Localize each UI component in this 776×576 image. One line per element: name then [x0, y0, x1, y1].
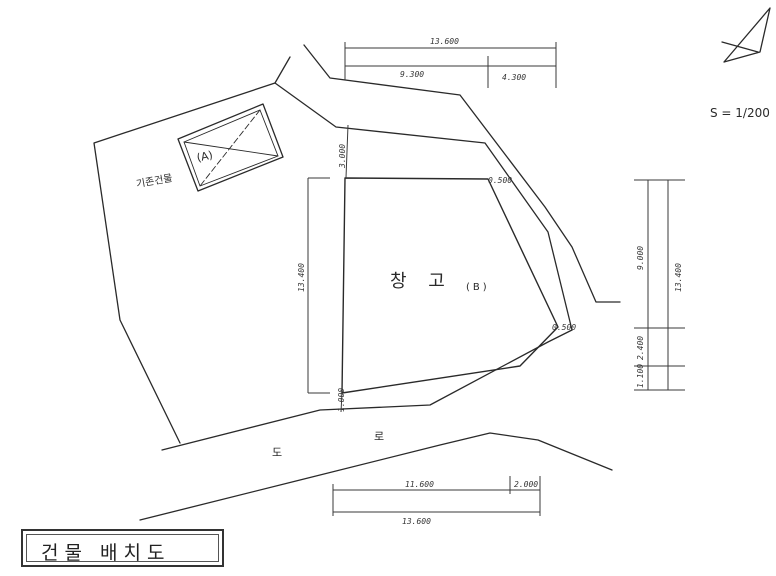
dimension-bottom: [332, 476, 541, 516]
title-block-inner-frame: [26, 534, 219, 562]
site-boundary: [93, 56, 291, 444]
warehouse-mark: (B): [466, 282, 490, 293]
road-edge-upper-inner: [274, 82, 573, 331]
dim-bottom-right: 2.000: [514, 480, 538, 489]
dim-bottom-inner: 11.600: [405, 480, 434, 489]
drawing-title: 건물 배치도: [41, 542, 171, 564]
dim-setback-top: 3.000: [338, 144, 347, 169]
road-edge-upper-outer: [303, 44, 621, 303]
dim-right-upper: 9.000: [636, 246, 645, 270]
dim-top-left: 9.300: [400, 70, 424, 79]
scale-label: S = 1/200: [710, 106, 770, 120]
dim-top-total: 13.600: [430, 37, 459, 46]
title-block: 건물 배치도: [21, 529, 224, 567]
dim-setback-corner-top: 0.500: [488, 176, 512, 185]
dim-top-right: 4.300: [502, 73, 526, 82]
dim-setback-bottom: 1.000: [337, 388, 346, 412]
existing-building-a: [177, 103, 284, 192]
dim-right-low: 1.100: [636, 364, 645, 388]
north-arrow-icon: [721, 7, 771, 63]
dimension-right: [634, 179, 685, 391]
dim-right-mid: 2.400: [636, 336, 645, 360]
road-edge-lower-upper: [161, 329, 573, 451]
setback-line-bottom: [340, 392, 343, 413]
warehouse-outline: [341, 177, 559, 394]
dim-setback-corner-right: 0.500: [552, 323, 576, 332]
dimension-left: [307, 177, 330, 394]
dimension-top: [344, 42, 557, 88]
dim-bottom-total: 13.600: [402, 517, 431, 526]
existing-building-mark: (A): [196, 148, 214, 164]
warehouse-label: 창 고: [390, 271, 453, 292]
dim-left-vertical: 13.400: [297, 263, 306, 292]
road-label-1: 도: [272, 446, 282, 459]
dim-right-total: 13.400: [674, 263, 683, 292]
existing-building-label: 기존건물: [135, 172, 173, 190]
setback-line-top: [345, 124, 349, 179]
road-label-2: 로: [374, 430, 384, 443]
road-edge-lower-bottom: [139, 432, 613, 521]
